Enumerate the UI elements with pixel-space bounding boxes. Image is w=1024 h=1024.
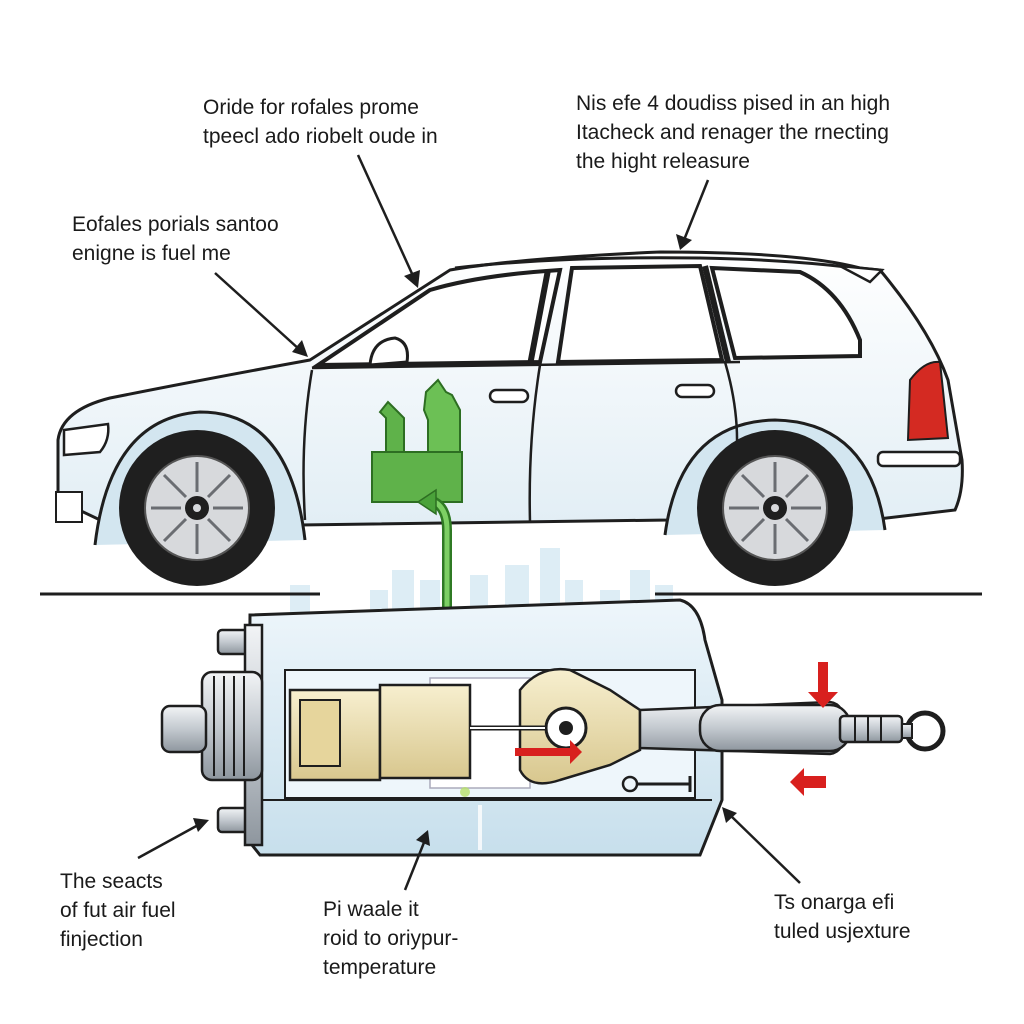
label-line: Nis efe 4 doudiss pised in an high [576, 92, 891, 115]
label-bottom-right: Ts onarga efi tuled usjexture [774, 888, 911, 946]
label-line: the hight releasure [576, 150, 750, 173]
label-line: tpeecl ado riobelt oude in [203, 125, 438, 148]
front-door-line [302, 369, 314, 521]
injector-tip [838, 714, 904, 744]
wheel-icon [697, 430, 853, 586]
label-top-center: Oride for rofales prome tpeecl ado riobe… [203, 93, 438, 151]
rear-window [555, 263, 725, 365]
door-handle-icon [488, 388, 530, 404]
label-line: of fut air fuel [60, 899, 176, 922]
fuel-flow-arrow [515, 740, 582, 764]
armature [378, 683, 472, 780]
label-line: Ts onarga efi [774, 891, 895, 914]
label-line: roid to oriypur- [323, 927, 459, 950]
fuel-tank-icon [371, 378, 463, 503]
connector [160, 704, 208, 754]
headlight [62, 422, 110, 457]
label-line: Oride for rofales prome [203, 96, 419, 119]
label-line: tuled usjexture [774, 920, 911, 943]
fuel-flow-arrowhead [416, 488, 437, 516]
car [55, 250, 964, 586]
coil [200, 670, 264, 782]
wheel-icon [119, 430, 275, 586]
coil-ribs [213, 676, 245, 776]
belt-line [311, 360, 741, 370]
callout-arrows [137, 154, 801, 891]
label-left: Eofales porials santoo enigne is fuel me [72, 210, 279, 268]
c-pillar [702, 265, 731, 363]
label-line: Pi waale it [323, 898, 419, 921]
label-line: Itacheck and renager the rnecting [576, 121, 889, 144]
label-line: temperature [323, 956, 437, 979]
roof-line [454, 256, 883, 274]
taillight [906, 360, 950, 442]
label-top-right: Nis efe 4 doudiss pised in an high Itach… [576, 89, 890, 176]
spoiler [839, 264, 885, 284]
label-line: finjection [60, 928, 143, 951]
pressure-arrow-down [808, 662, 838, 708]
fuel-injector-icon [160, 598, 946, 857]
grille [55, 491, 83, 523]
label-line: Eofales porials santoo [72, 213, 279, 236]
label-line: enigne is fuel me [72, 242, 231, 265]
b-pillar [527, 269, 551, 366]
pressure-arrow-left [790, 768, 826, 796]
label-line: The seacts [60, 870, 163, 893]
middle-door-line [528, 364, 542, 523]
rear-bumper [876, 450, 962, 468]
front-window [311, 267, 563, 368]
side-mirror-icon [368, 336, 409, 367]
back-window [709, 265, 862, 361]
door-handle-icon [674, 383, 716, 399]
label-bottom-center: Pi waale it roid to oriypur- temperature [323, 895, 458, 982]
label-bottom-left: The seacts of fut air fuel finjection [60, 867, 176, 954]
